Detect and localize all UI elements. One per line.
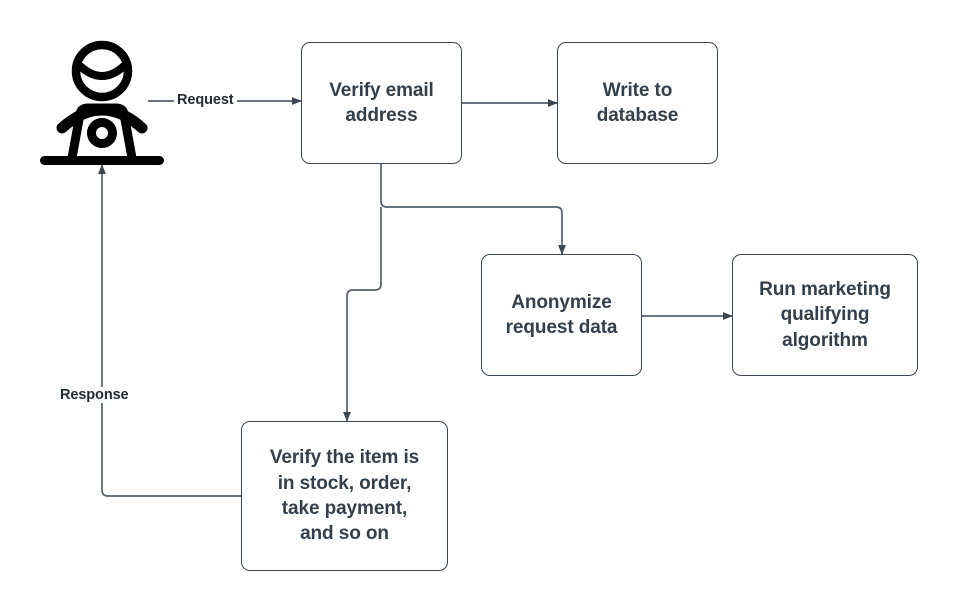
laptop-screen-icon (67, 103, 137, 159)
node-run-marketing-label: Run marketing qualifying algorithm (759, 279, 891, 351)
actor-head-icon (71, 40, 133, 102)
edge-verify-item-to-actor (98, 164, 241, 497)
node-anonymize-request-label: Anonymize request data (505, 291, 618, 338)
actor-face-arc-icon (76, 62, 128, 80)
node-verify-email-label: Verify email address (329, 79, 434, 126)
laptop-base-icon (40, 156, 164, 165)
edge-verify-email-to-anonymize (380, 164, 566, 255)
edge-label-response: Response (57, 387, 132, 403)
node-verify-email[interactable]: Verify email address (301, 42, 462, 164)
node-anonymize-request[interactable]: Anonymize request data (481, 254, 642, 376)
edge-label-request: Request (174, 92, 237, 108)
laptop-screen-dot-icon (87, 118, 117, 148)
node-verify-item[interactable]: Verify the item is in stock, order, take… (241, 421, 448, 571)
node-verify-item-label: Verify the item is in stock, order, take… (269, 447, 420, 545)
edge-verify-email-to-verify-item (343, 207, 382, 422)
user-laptop-icon (34, 36, 170, 168)
node-write-database-label: Write to database (596, 79, 679, 126)
node-write-database[interactable]: Write to database (557, 42, 718, 164)
node-run-marketing[interactable]: Run marketing qualifying algorithm (732, 254, 918, 376)
